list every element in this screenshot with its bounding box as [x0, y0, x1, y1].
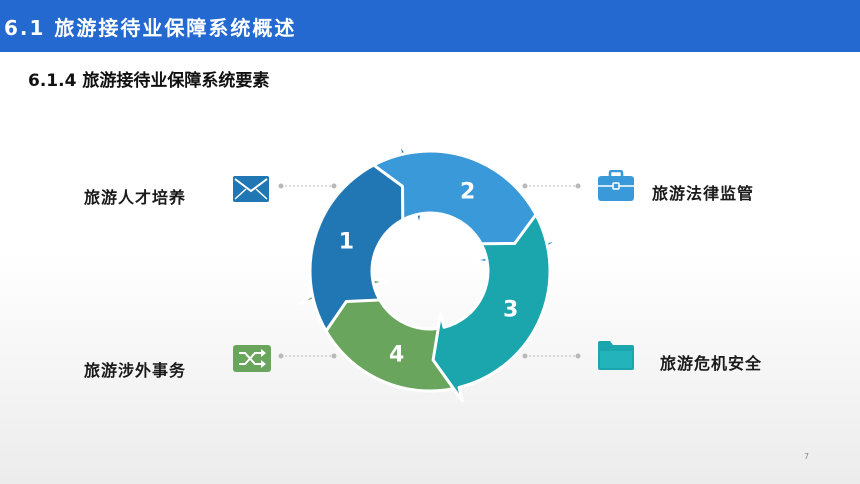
envelope-icon [233, 176, 269, 202]
cycle-segment-number-3: 3 [503, 298, 518, 323]
cycle-segment-number-4: 4 [389, 343, 404, 368]
folder-icon [598, 341, 634, 370]
label-legal-supervision: 旅游法律监管 [652, 184, 755, 203]
label-foreign-affairs: 旅游涉外事务 [84, 361, 187, 380]
page-number: 7 [804, 452, 810, 461]
connector-left-bottom [278, 353, 337, 359]
cycle-segment-3 [431, 213, 552, 403]
label-talent-training: 旅游人才培养 [84, 188, 187, 207]
briefcase-icon [598, 170, 634, 201]
header-bar: 6.1 旅游接待业保障系统概述 [0, 0, 860, 52]
cycle-segment-number-1: 1 [339, 230, 354, 255]
section-subtitle: 6.1.4 旅游接待业保障系统要素 [28, 71, 270, 91]
shuffle-icon [233, 345, 271, 372]
connector-right-bottom [522, 353, 581, 359]
label-crisis-safety: 旅游危机安全 [660, 354, 763, 373]
cycle-segment-number-2: 2 [460, 179, 475, 204]
page-title: 6.1 旅游接待业保障系统概述 [4, 16, 297, 40]
connector-right-top [522, 183, 581, 189]
connector-left-top [278, 183, 337, 189]
